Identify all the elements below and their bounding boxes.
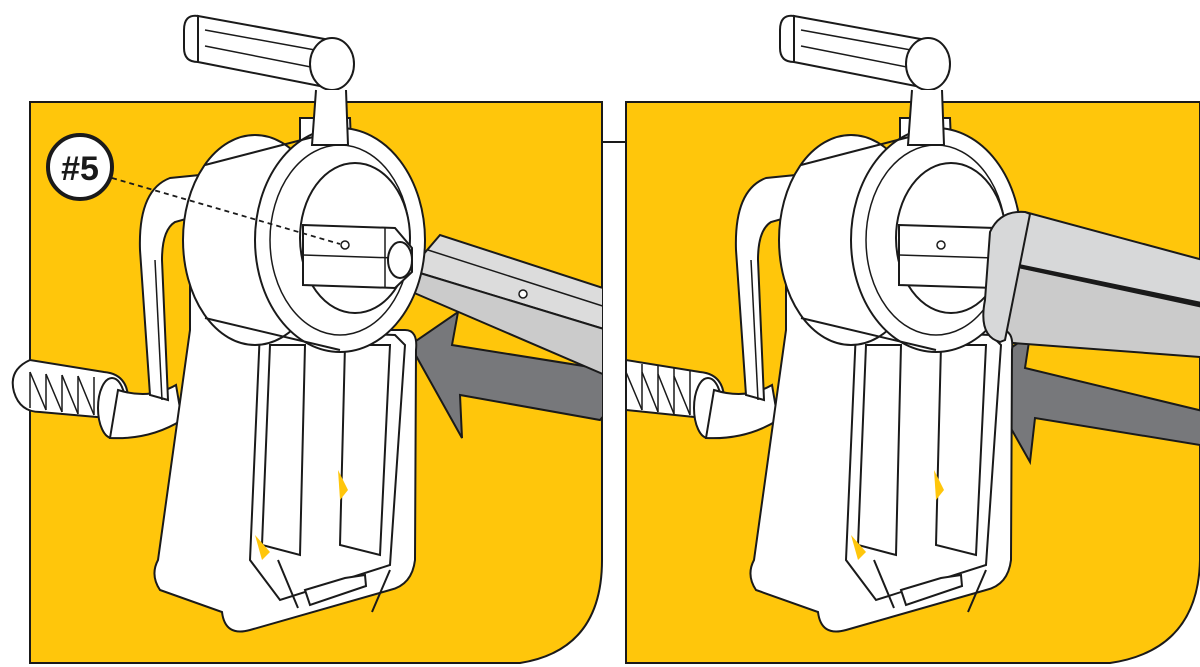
panel-step-after bbox=[626, 16, 1200, 663]
panel-step-before: #5 bbox=[13, 16, 640, 663]
hex-shaft bbox=[303, 225, 412, 288]
hex-shaft bbox=[899, 225, 995, 288]
shaft-hole bbox=[937, 241, 945, 249]
callout-label: #5 bbox=[61, 150, 99, 188]
shaft-hole bbox=[341, 241, 349, 249]
